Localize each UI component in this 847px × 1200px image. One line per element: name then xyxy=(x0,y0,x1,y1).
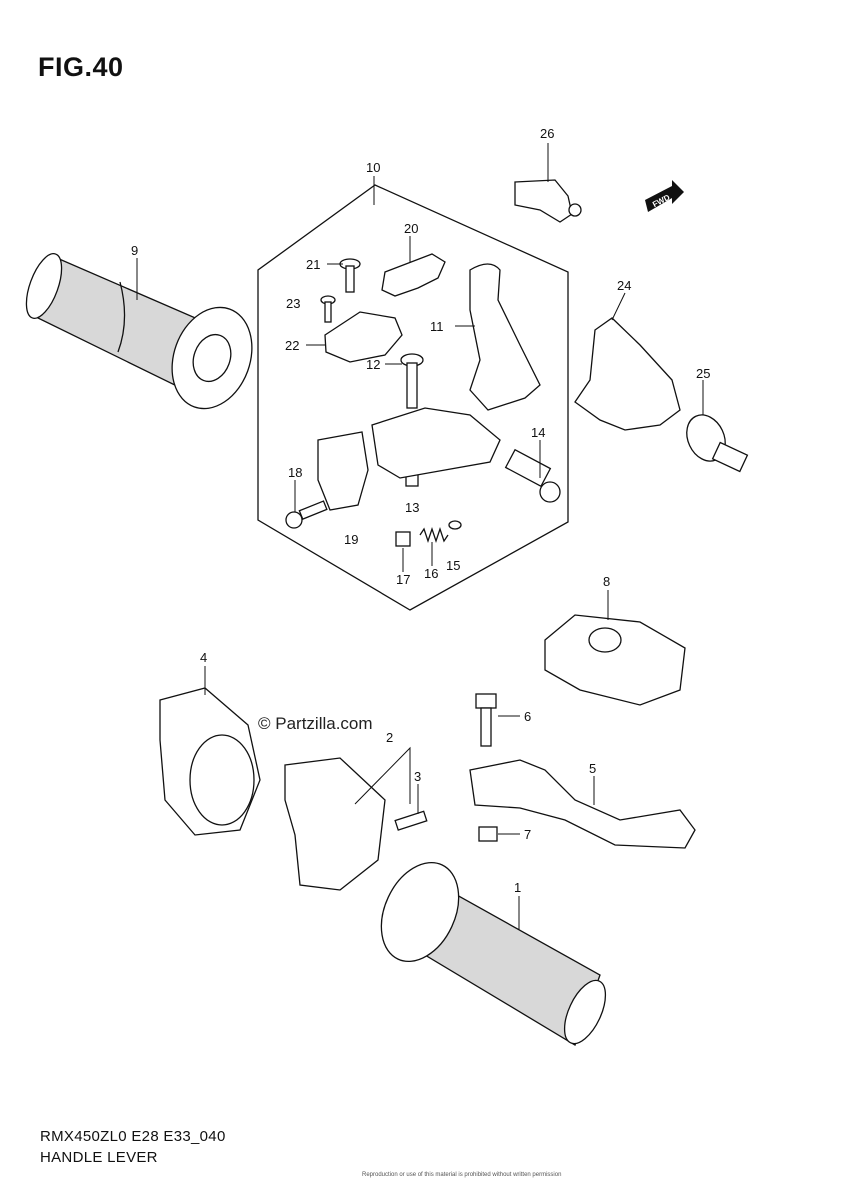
callout-numbers: 1 2 3 4 5 6 7 8 9 10 11 12 13 14 15 16 1… xyxy=(131,126,710,895)
part-12-bolt xyxy=(400,353,424,409)
part-21-screw xyxy=(339,258,361,293)
callout-1: 1 xyxy=(514,880,521,895)
callout-14: 14 xyxy=(531,425,545,440)
copyright-line: Reproduction or use of this material is … xyxy=(362,1172,562,1178)
callout-7: 7 xyxy=(524,827,531,842)
callout-18: 18 xyxy=(288,465,302,480)
part-23-screw xyxy=(320,295,336,323)
left-grip-part-9 xyxy=(25,253,253,410)
callout-3: 3 xyxy=(414,769,421,784)
callout-4: 4 xyxy=(200,650,207,665)
callout-20: 20 xyxy=(404,221,418,236)
callout-2: 2 xyxy=(386,730,393,745)
lever-part-5 xyxy=(469,759,696,849)
callout-26: 26 xyxy=(540,126,554,141)
callout-12: 12 xyxy=(366,357,380,372)
callout-17: 17 xyxy=(396,572,410,587)
callout-6: 6 xyxy=(524,709,531,724)
fwd-arrow-icon: FWD xyxy=(645,180,684,212)
part-6-pivot-bolt xyxy=(475,693,497,747)
part-25 xyxy=(686,414,749,473)
callout-16: 16 xyxy=(424,566,438,581)
section-name: HANDLE LEVER xyxy=(40,1149,158,1166)
callout-8: 8 xyxy=(603,574,610,589)
model-code: RMX450ZL0 E28 E33_040 xyxy=(40,1128,226,1145)
part-7-nut xyxy=(478,826,498,842)
clamp-upper xyxy=(371,407,501,479)
assembly-10-outline xyxy=(257,184,569,611)
part-2-perch xyxy=(284,757,386,891)
lever-part-11 xyxy=(469,263,541,411)
callout-10: 10 xyxy=(366,160,380,175)
callout-5: 5 xyxy=(589,761,596,776)
partzilla-watermark: © Partzilla.com xyxy=(258,714,373,733)
clamp-lower-part-19 xyxy=(317,431,369,511)
callout-23: 23 xyxy=(286,296,300,311)
callout-22: 22 xyxy=(285,338,299,353)
part-16-spring xyxy=(419,526,449,544)
part-15 xyxy=(448,520,462,530)
part-24 xyxy=(574,317,681,431)
part-22 xyxy=(324,311,403,363)
figure-title: FIG.40 xyxy=(38,52,124,82)
callout-24: 24 xyxy=(617,278,631,293)
callout-25: 25 xyxy=(696,366,710,381)
leader-lines xyxy=(136,143,704,930)
callout-15: 15 xyxy=(446,558,460,573)
callout-21: 21 xyxy=(306,257,320,272)
part-14-adjuster xyxy=(504,448,561,503)
callout-19: 19 xyxy=(344,532,358,547)
part-18-bolt xyxy=(285,500,328,529)
right-grip-part-1 xyxy=(380,861,607,1046)
part-20 xyxy=(381,253,446,297)
callout-9: 9 xyxy=(131,243,138,258)
callout-13: 13 xyxy=(405,500,419,515)
callout-11: 11 xyxy=(430,319,444,334)
part-3-bolt xyxy=(394,810,428,831)
part-8-housing xyxy=(544,614,686,706)
part-26 xyxy=(514,179,582,223)
part-17 xyxy=(395,531,411,547)
